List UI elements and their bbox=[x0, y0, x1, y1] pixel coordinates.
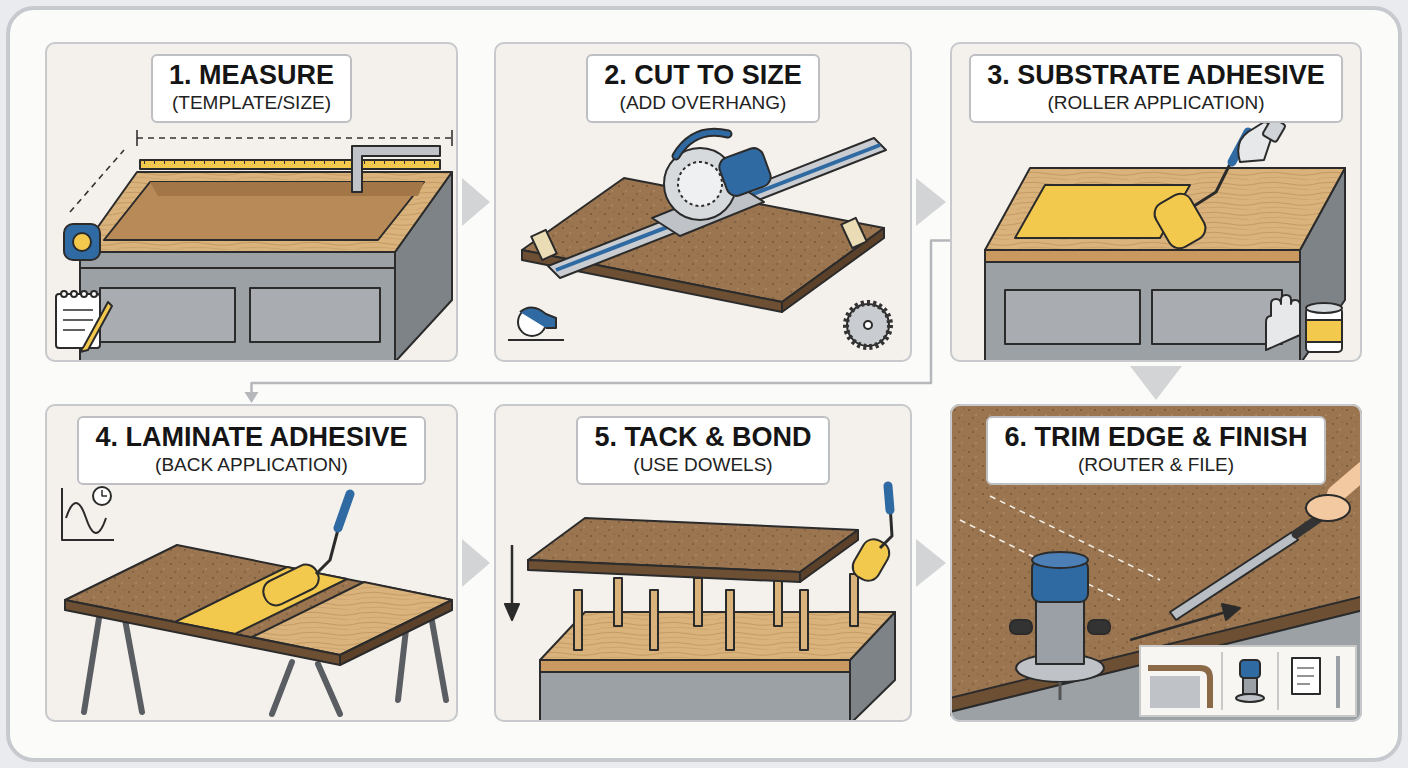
bond-scene bbox=[505, 486, 895, 722]
laminate-sheet bbox=[65, 545, 452, 665]
step-subtitle: (BACK APPLICATION) bbox=[95, 453, 407, 477]
paint-roller bbox=[259, 494, 350, 609]
step-panel: 4. LAMINATE ADHESIVE(BACK APPLICATION) bbox=[45, 404, 458, 722]
cabinet bbox=[540, 612, 895, 722]
step-heading: 3. SUBSTRATE ADHESIVE bbox=[987, 60, 1325, 91]
dowels bbox=[574, 574, 858, 650]
step-label: 5. TACK & BOND(USE DOWELS) bbox=[576, 416, 829, 485]
flow-arrow bbox=[462, 539, 490, 587]
step-heading: 6. TRIM EDGE & FINISH bbox=[1004, 422, 1307, 453]
glove-icon bbox=[1266, 295, 1300, 350]
step-heading: 5. TACK & BOND bbox=[594, 422, 811, 453]
step-label: 3. SUBSTRATE ADHESIVE(ROLLER APPLICATION… bbox=[969, 54, 1343, 123]
flow-arrow bbox=[916, 178, 946, 226]
step-subtitle: (TEMPLATE/SIZE) bbox=[169, 91, 334, 115]
hand-file bbox=[1170, 470, 1362, 620]
adhesive-can-icon bbox=[1306, 303, 1342, 352]
flow-arrow bbox=[245, 240, 951, 403]
paint-roller bbox=[848, 486, 893, 585]
tape-measure bbox=[64, 160, 440, 260]
step-subtitle: (USE DOWELS) bbox=[594, 453, 811, 477]
step-heading: 1. MEASURE bbox=[169, 60, 334, 91]
blade-icon bbox=[846, 303, 890, 347]
cabinet bbox=[985, 168, 1345, 362]
flow-arrow bbox=[1130, 366, 1182, 400]
step-heading: 2. CUT TO SIZE bbox=[604, 60, 802, 91]
step-subtitle: (ROLLER APPLICATION) bbox=[987, 91, 1325, 115]
detail-icons bbox=[1140, 646, 1356, 716]
step-panel: 5. TACK & BOND(USE DOWELS) bbox=[494, 404, 912, 722]
step-label: 6. TRIM EDGE & FINISH(ROUTER & FILE) bbox=[986, 416, 1325, 485]
paint-roller bbox=[1150, 117, 1286, 252]
step-panel: 1. MEASURE(TEMPLATE/SIZE) bbox=[45, 42, 458, 362]
circular-saw bbox=[652, 132, 773, 236]
try-square bbox=[352, 146, 440, 192]
step-panel: 3. SUBSTRATE ADHESIVE(ROLLER APPLICATION… bbox=[950, 42, 1362, 362]
cut-scene bbox=[508, 132, 890, 347]
flow-arrow bbox=[916, 539, 946, 587]
step-panel: 2. CUT TO SIZE(ADD OVERHANG) bbox=[494, 42, 912, 362]
step-panel: 6. TRIM EDGE & FINISH(ROUTER & FILE) bbox=[950, 404, 1362, 722]
countertop bbox=[950, 404, 1362, 722]
step-subtitle: (ADD OVERHANG) bbox=[604, 91, 802, 115]
substrate-scene bbox=[985, 117, 1345, 362]
measure-scene bbox=[56, 130, 452, 362]
trim-scene bbox=[950, 404, 1362, 722]
router bbox=[1010, 552, 1110, 700]
step-label: 4. LAMINATE ADHESIVE(BACK APPLICATION) bbox=[77, 416, 425, 485]
dimension-lines bbox=[70, 130, 452, 212]
step-subtitle: (ROUTER & FILE) bbox=[1004, 453, 1307, 477]
saw-icon bbox=[508, 307, 564, 340]
step-label: 1. MEASURE(TEMPLATE/SIZE) bbox=[151, 54, 352, 123]
step-label: 2. CUT TO SIZE(ADD OVERHANG) bbox=[586, 54, 820, 123]
guide-rail bbox=[548, 138, 886, 278]
down-arrow bbox=[505, 545, 519, 620]
notepad-icon bbox=[56, 291, 112, 352]
flow-arrow bbox=[462, 178, 490, 226]
step-heading: 4. LAMINATE ADHESIVE bbox=[95, 422, 407, 453]
laminate-sheet bbox=[528, 518, 858, 582]
open-time-icon bbox=[62, 487, 114, 540]
frame bbox=[8, 8, 1400, 760]
cabinet bbox=[80, 172, 452, 362]
laminate-scene bbox=[62, 487, 452, 714]
